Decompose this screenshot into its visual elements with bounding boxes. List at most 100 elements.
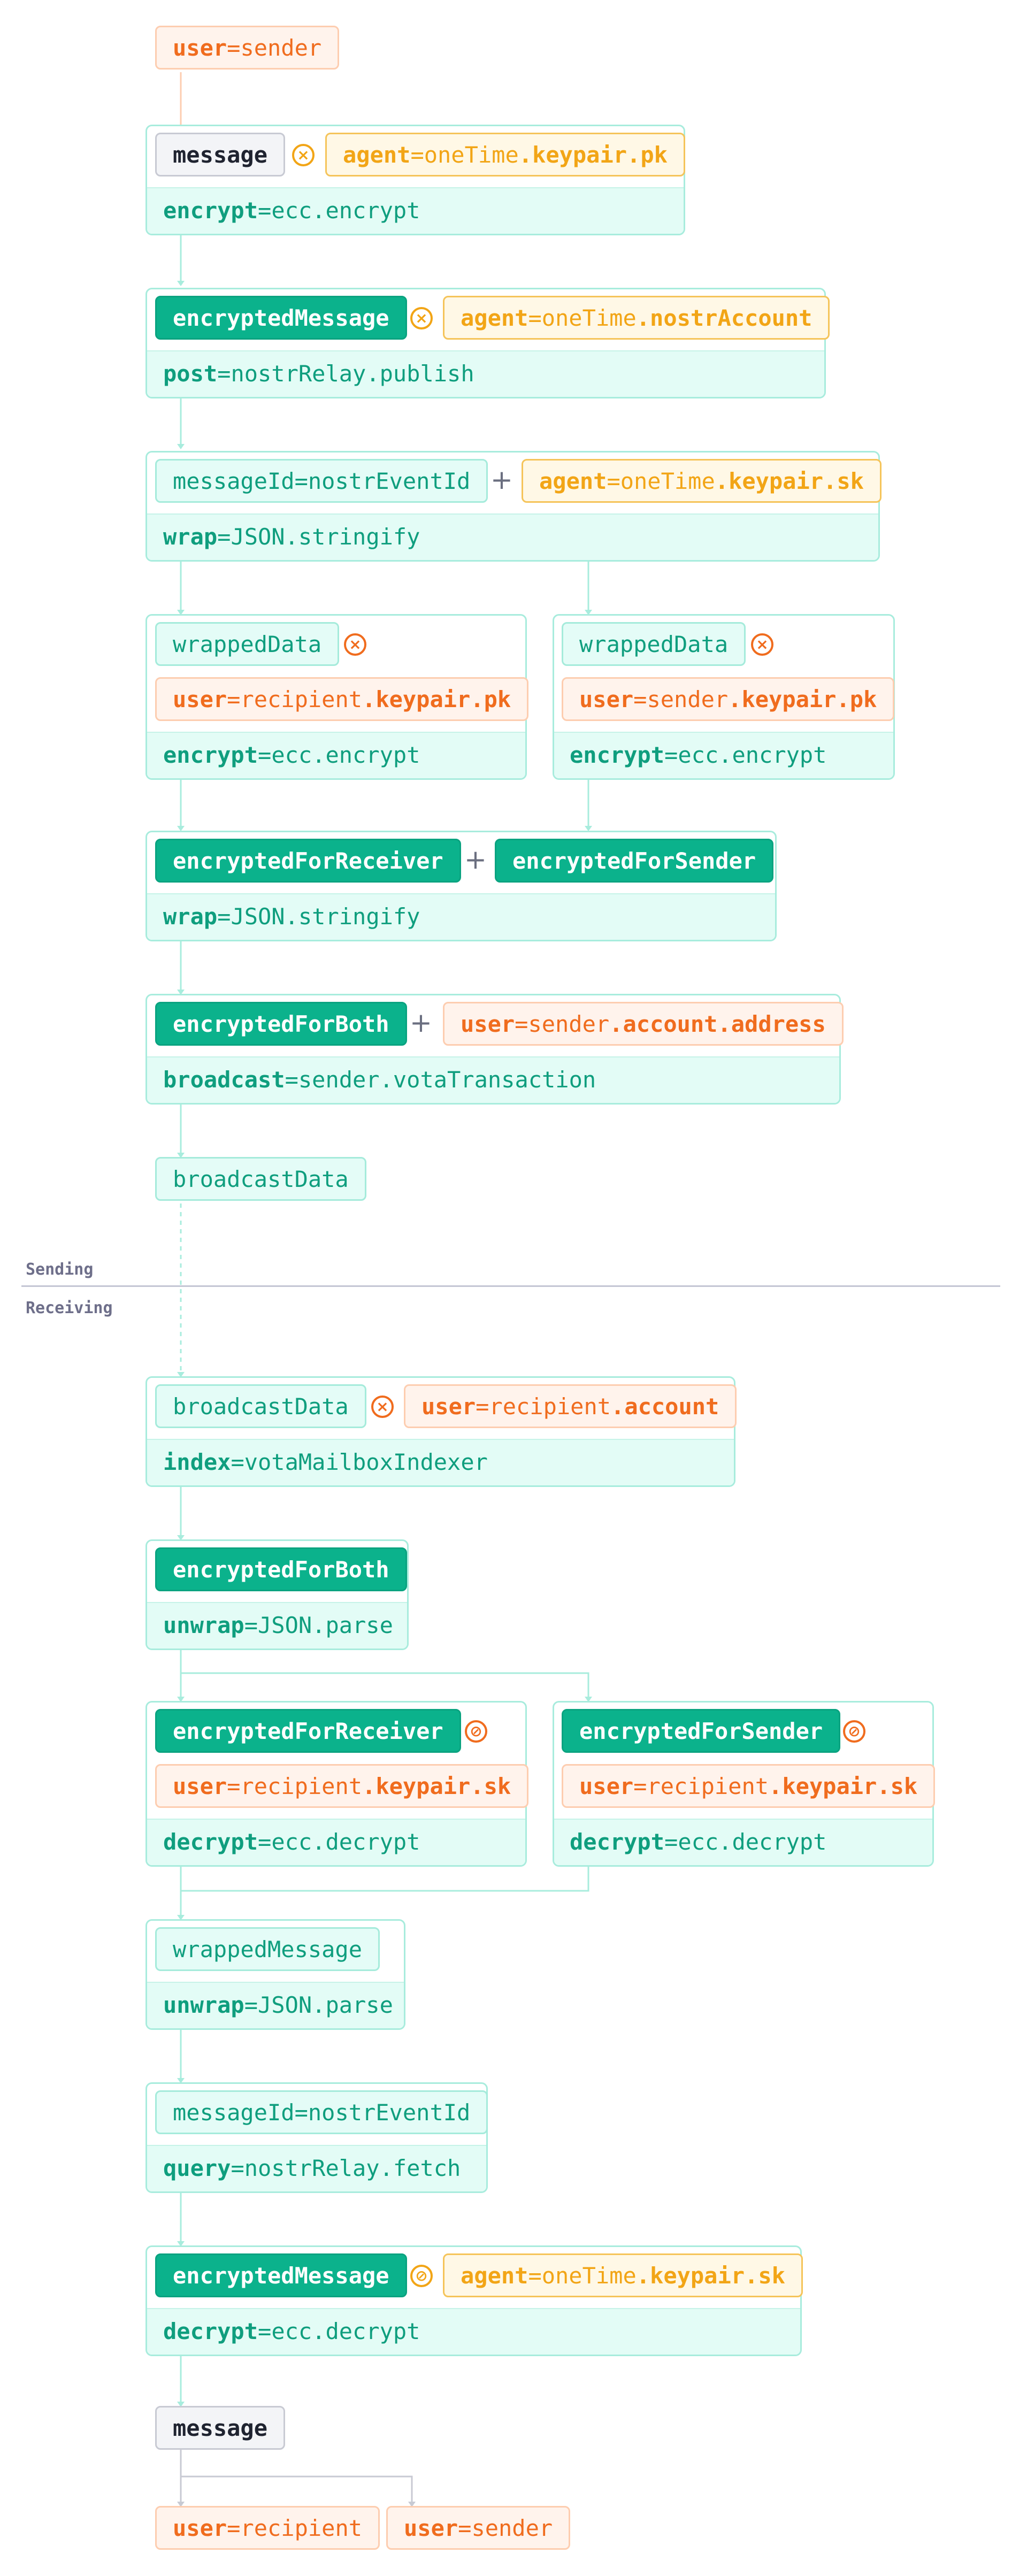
decrypt-function-label: decrypt=ecc.decrypt xyxy=(570,1829,826,1855)
multiply-operator-icon: × xyxy=(371,1396,394,1418)
key-text: messageId xyxy=(173,2099,295,2126)
message-output: message xyxy=(155,2406,286,2450)
wrap-function-label: wrap=JSON.stringify xyxy=(163,903,420,930)
eq-text: = xyxy=(217,903,231,930)
value-text: oneTime xyxy=(541,304,637,331)
message-id-node: messageId=nostrEventId xyxy=(155,2090,488,2134)
value-text: ecc.encrypt xyxy=(271,742,420,768)
key-text: broadcast xyxy=(163,1067,285,1093)
decrypt-function-label: decrypt=ecc.decrypt xyxy=(163,1829,420,1855)
value-text: nostrRelay.publish xyxy=(231,361,474,387)
value-text: oneTime xyxy=(424,141,519,168)
value-text: JSON.parse xyxy=(258,1992,393,2018)
eq-text: = xyxy=(285,1067,298,1093)
broadcast-data-output: broadcastData xyxy=(155,1157,366,1201)
user-sender-origin: user=sender xyxy=(155,26,340,70)
broadcast-function-label: broadcast=sender.votaTransaction xyxy=(163,1067,596,1093)
user-recipient-keypair-pk: user=recipient.keypair.pk xyxy=(155,677,529,721)
agent-nostr-account: agent=oneTime.nostrAccount xyxy=(443,296,830,340)
key-text: user xyxy=(579,686,634,712)
key-text: index xyxy=(163,1449,231,1475)
multiply-operator-icon: × xyxy=(292,144,315,166)
value-text: recipient xyxy=(240,2514,363,2541)
value-text: JSON.stringify xyxy=(231,524,420,550)
connector xyxy=(181,1867,589,1892)
plus-operator: + xyxy=(410,1007,432,1038)
encrypted-message-node: encryptedMessage xyxy=(155,2253,407,2297)
sending-section-label: Sending xyxy=(26,1260,94,1279)
value-text: ecc.encrypt xyxy=(678,742,827,768)
eq-text: = xyxy=(258,197,272,224)
message-input: message xyxy=(155,133,286,177)
arrowhead xyxy=(177,281,185,286)
decrypt-operator-icon: ⊘ xyxy=(410,2265,433,2287)
prop-text: .keypair.sk xyxy=(715,467,864,494)
encrypt-function-label: encrypt=ecc.encrypt xyxy=(163,742,420,768)
key-text: post xyxy=(163,361,218,387)
key-text: agent xyxy=(461,2262,528,2289)
prop-text: .nostrAccount xyxy=(636,304,813,331)
key-text: user xyxy=(421,1393,476,1420)
receiving-section-label: Receiving xyxy=(26,1299,113,1317)
eq-text: = xyxy=(244,1992,258,2018)
eq-text: = xyxy=(258,742,272,768)
wrapped-message-node: wrappedMessage xyxy=(155,1927,380,1971)
value-text: sender.votaTransaction xyxy=(298,1067,596,1093)
eq-text: = xyxy=(231,2155,244,2181)
eq-text: = xyxy=(664,742,678,768)
eq-text: = xyxy=(217,524,231,550)
wrap-function-label: wrap=JSON.stringify xyxy=(163,524,420,550)
value-text: recipient xyxy=(240,686,363,712)
unwrap-function-label: unwrap=JSON.parse xyxy=(163,1612,393,1638)
user-recipient-final: user=recipient xyxy=(155,2506,380,2550)
decrypt-function-label: decrypt=ecc.decrypt xyxy=(163,2318,420,2344)
value-text: votaMailboxIndexer xyxy=(244,1449,488,1475)
plus-operator: + xyxy=(464,844,487,875)
value-text: sender xyxy=(471,2514,553,2541)
multiply-operator-icon: × xyxy=(751,633,773,656)
index-function-label: index=votaMailboxIndexer xyxy=(163,1449,488,1475)
broadcast-data-node: broadcastData xyxy=(155,1384,366,1428)
encrypted-message-node: encryptedMessage xyxy=(155,296,407,340)
key-text: wrap xyxy=(163,903,218,930)
prop-text: .keypair.pk xyxy=(728,686,877,712)
key-text: user xyxy=(173,2514,227,2541)
user-recipient-account: user=recipient.account xyxy=(404,1384,737,1428)
agent-keypair-pk: agent=oneTime.keypair.pk xyxy=(325,133,685,177)
key-text: user xyxy=(173,34,227,61)
unwrap-function-label: unwrap=JSON.parse xyxy=(163,1992,393,2018)
eq-text: = xyxy=(227,34,241,61)
key-text: agent xyxy=(343,141,411,168)
prop-text: .keypair.sk xyxy=(636,2262,785,2289)
key-text: messageId xyxy=(173,467,295,494)
value-text: oneTime xyxy=(620,467,715,494)
key-text: unwrap xyxy=(163,1612,244,1638)
key-text: wrap xyxy=(163,524,218,550)
eq-text: = xyxy=(664,1829,678,1855)
key-text: user xyxy=(404,2514,458,2541)
value-text: ecc.decrypt xyxy=(678,1829,827,1855)
eq-text: = xyxy=(217,361,231,387)
user-sender-account-address: user=sender.account.address xyxy=(443,1002,844,1046)
value-text: nostrEventId xyxy=(308,2099,471,2126)
value-text: ecc.decrypt xyxy=(271,1829,420,1855)
key-text: decrypt xyxy=(570,1829,665,1855)
multiply-operator-icon: × xyxy=(344,633,366,656)
query-function-label: query=nostrRelay.fetch xyxy=(163,2155,461,2181)
eq-text: = xyxy=(515,1010,528,1037)
decrypt-operator-icon: ⊘ xyxy=(843,1720,865,1743)
eq-text: = xyxy=(227,686,241,712)
prop-text: .keypair.sk xyxy=(362,1773,511,1799)
eq-text: = xyxy=(607,467,620,494)
section-divider xyxy=(21,1285,1000,1287)
key-text: encrypt xyxy=(163,742,258,768)
key-text: agent xyxy=(461,304,528,331)
eq-text: = xyxy=(231,1449,244,1475)
key-text: agent xyxy=(539,467,607,494)
user-recipient-keypair-sk: user=recipient.keypair.sk xyxy=(562,1764,936,1808)
eq-text: = xyxy=(528,2262,542,2289)
arrowhead xyxy=(177,444,185,449)
value-text: ecc.decrypt xyxy=(271,2318,420,2344)
user-sender-keypair-pk: user=sender.keypair.pk xyxy=(562,677,895,721)
value-text: recipient xyxy=(489,1393,611,1420)
